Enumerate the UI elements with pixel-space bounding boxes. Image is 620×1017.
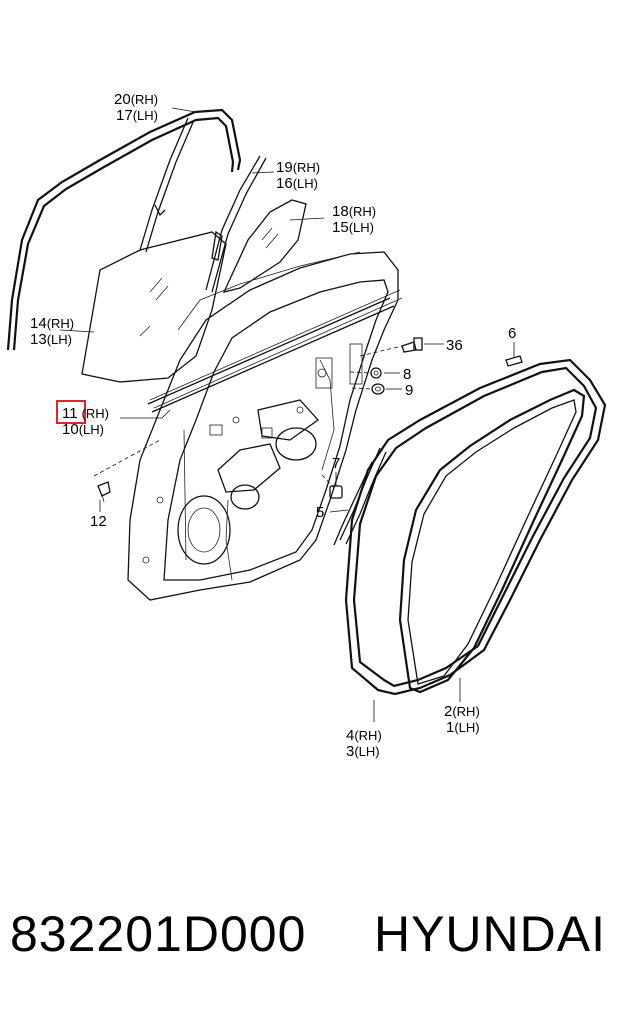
assembly-line-8	[349, 371, 371, 374]
callout-14: 14	[30, 315, 47, 332]
door-panel	[127, 251, 403, 601]
callout-36: 36	[446, 337, 463, 354]
assembly-line-7	[321, 474, 335, 489]
clip-12	[97, 481, 111, 503]
svg-text:4(RH): 4(RH)	[346, 727, 382, 744]
label-4-3: 4(RH) 3(LH)	[346, 727, 382, 760]
callout-16: 16	[276, 175, 293, 192]
label-18-15: 18(RH) 15(LH)	[332, 203, 376, 236]
svg-text:3(LH): 3(LH)	[346, 743, 380, 760]
callout-3: 3	[346, 743, 354, 760]
svg-text:16(LH): 16(LH)	[276, 175, 318, 192]
callout-9: 9	[405, 382, 413, 399]
callout-19: 19	[276, 159, 293, 176]
callout-11: 11	[62, 405, 78, 422]
svg-text:18(RH): 18(RH)	[332, 203, 376, 220]
svg-text:15(LH): 15(LH)	[332, 219, 374, 236]
svg-text:1(LH): 1(LH)	[446, 719, 480, 736]
label-14-13: 14(RH) 13(LH)	[30, 315, 74, 348]
quarter-glass	[222, 199, 307, 293]
label-20-17: 20(RH) 17(LH)	[114, 91, 158, 124]
callout-13: 13	[30, 331, 47, 348]
footer: 832201D000 HYUNDAI	[0, 905, 620, 975]
svg-text:20(RH): 20(RH)	[114, 91, 158, 108]
svg-text:19(RH): 19(RH)	[276, 159, 320, 176]
svg-text:10(LH): 10(LH)	[62, 421, 104, 438]
belt-moulding	[147, 297, 395, 413]
washer-9	[371, 383, 385, 395]
glass-run-channel-outer	[6, 108, 242, 351]
highlight-box	[56, 400, 86, 424]
callout-1: 1	[446, 719, 454, 736]
label-19-16: 19(RH) 16(LH)	[276, 159, 320, 192]
rear-channel	[205, 155, 267, 293]
assembly-line-36	[359, 345, 403, 357]
svg-text:2(RH): 2(RH)	[444, 703, 480, 720]
callout-5: 5	[316, 504, 324, 521]
callout-4: 4	[346, 727, 354, 744]
door-glass	[81, 231, 227, 383]
label-11-10: 11(RH) 10(LH)	[56, 400, 109, 438]
callout-10: 10	[62, 421, 79, 438]
svg-text:14(RH): 14(RH)	[30, 315, 74, 332]
assembly-line-9	[351, 387, 373, 390]
svg-text:11(RH): 11(RH)	[62, 405, 109, 422]
callout-8: 8	[403, 366, 411, 383]
clip-6	[505, 355, 523, 367]
assembly-line-12	[93, 439, 161, 477]
callout-2: 2	[444, 703, 452, 720]
leader-lines	[59, 107, 515, 722]
brand-name: HYUNDAI	[373, 906, 606, 962]
bolt-36	[401, 337, 423, 353]
nut-8	[370, 367, 382, 379]
door-weatherstrip	[344, 358, 607, 696]
label-2-1: 2(RH) 1(LH)	[444, 703, 480, 736]
part-number: 832201D000	[10, 906, 307, 962]
callout-15: 15	[332, 219, 349, 236]
callout-6: 6	[508, 325, 516, 342]
callout-18: 18	[332, 203, 349, 220]
svg-text:13(LH): 13(LH)	[30, 331, 72, 348]
callout-17: 17	[116, 107, 133, 124]
callout-12: 12	[90, 513, 107, 530]
callout-20: 20	[114, 91, 131, 108]
svg-text:17(LH): 17(LH)	[116, 107, 158, 124]
callout-7: 7	[332, 455, 340, 472]
